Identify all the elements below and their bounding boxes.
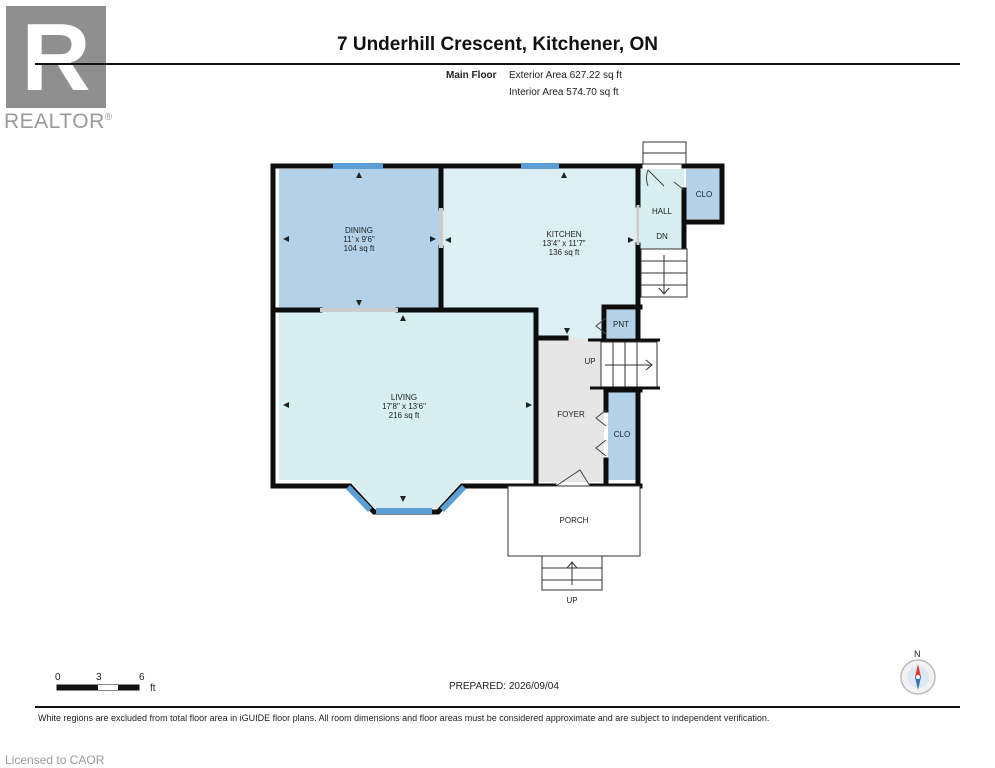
compass-north-label: N: [914, 649, 921, 659]
pantry-name: PNT: [613, 320, 629, 329]
stairs-up-outer-label: UP: [566, 596, 577, 605]
room-pantry: [607, 310, 637, 338]
logo-wordmark: REALTOR®: [4, 110, 113, 134]
page-title: 7 Underhill Crescent, Kitchener, ON: [337, 34, 658, 55]
windows: [333, 163, 559, 514]
room-living: [279, 312, 534, 508]
logo-registered-mark: ®: [104, 112, 113, 123]
compass-icon: [900, 659, 936, 695]
doors: [555, 169, 685, 487]
stairs-down-label: DN: [656, 232, 668, 241]
kitchen-area: 136 sq ft: [549, 248, 580, 257]
living-dims: 17'8" x 13'6": [382, 402, 426, 411]
dimension-markers: [283, 172, 634, 502]
footer-divider: [35, 706, 960, 708]
stairs-up-inner: [600, 341, 658, 389]
kitchen-dims: 13'4" x 11'7": [542, 239, 585, 248]
hall-entry-steps: [642, 141, 687, 165]
disclaimer: White regions are excluded from total fl…: [38, 713, 770, 723]
dining-area: 104 sq ft: [344, 244, 375, 253]
stairs-down: [640, 248, 688, 298]
scale-label-3: 3: [96, 672, 102, 683]
logo-letter: R: [21, 6, 90, 108]
porch: [507, 485, 641, 557]
stairs-up-outer: [541, 555, 603, 591]
living-name: LIVING: [391, 393, 417, 402]
exterior-area: Exterior Area 627.22 sq ft: [509, 70, 622, 81]
porch-name: PORCH: [560, 516, 589, 525]
room-foyer-closet: [608, 390, 636, 480]
foyer-name: FOYER: [557, 410, 585, 419]
room-foyer: [538, 338, 604, 482]
living-area: 216 sq ft: [389, 411, 420, 420]
scale-label-6: 6: [139, 672, 145, 683]
hall-name: HALL: [652, 207, 673, 216]
dining-name: DINING: [345, 226, 373, 235]
room-hall-closet: [686, 169, 721, 219]
floor-name: Main Floor: [446, 70, 497, 81]
foyer-closet-name: CLO: [614, 430, 630, 439]
kitchen-name: KITCHEN: [546, 230, 581, 239]
hall-closet-name: CLO: [696, 190, 712, 199]
logo-text: REALTOR: [4, 110, 105, 133]
realtor-logo: R: [6, 4, 106, 111]
scale-unit: ft: [150, 683, 156, 694]
stairs-up-inner-label: UP: [584, 357, 595, 366]
scale-bar: [56, 684, 140, 691]
realtor-logo-mark-icon: R: [6, 4, 106, 111]
license-watermark: Licensed to CAOR: [5, 753, 105, 767]
room-dining: [279, 169, 439, 309]
prepared-date: PREPARED: 2026/09/04: [449, 681, 559, 692]
dining-dims: 11' x 9'6": [343, 235, 375, 244]
header-divider: [35, 63, 960, 65]
scale-label-0: 0: [55, 672, 61, 683]
interior-area: Interior Area 574.70 sq ft: [509, 87, 619, 98]
